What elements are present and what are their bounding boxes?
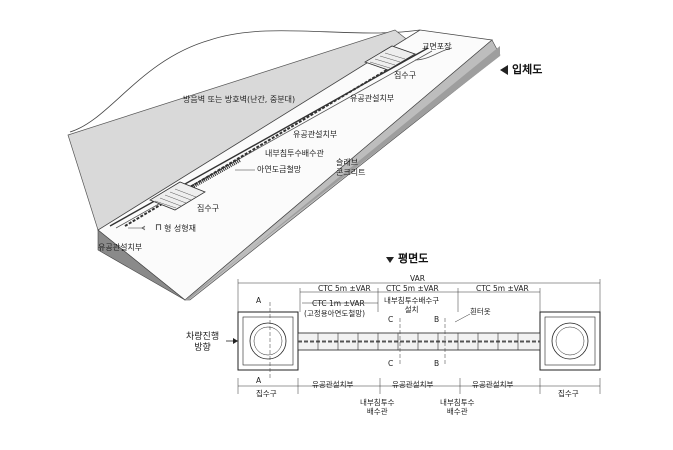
- label-shape-member: 형 성형재: [164, 224, 196, 233]
- plan-title: 평면도: [398, 252, 429, 265]
- dim-ctc-1m: CTC 1m ±VAR: [312, 299, 365, 308]
- bottom-label-drain1: 내부침투수 배수관: [360, 398, 395, 417]
- section-c-top: C: [388, 315, 394, 324]
- section-a-top: A: [256, 296, 262, 305]
- section-a-bottom: A: [256, 376, 262, 385]
- label-barrier: 방음벽 또는 방호벽(난간, 중분대): [183, 95, 296, 104]
- label-catch-basin-bottom: 집수구: [197, 204, 220, 213]
- plan-title-arrow: [386, 257, 394, 263]
- label-slab-concrete: 슬래브 콘크리트: [336, 158, 366, 178]
- direction-arrow: [233, 338, 238, 344]
- bottom-label-drain2: 내부침투수 배수관: [440, 398, 475, 417]
- dim-ctc-right: CTC 5m ±VAR: [476, 284, 529, 293]
- shape-member-icon: ⊓: [155, 223, 163, 233]
- section-b-top: B: [434, 315, 440, 324]
- bottom-label-right-basin: 집수구: [558, 389, 579, 398]
- plan-catch-basin-right: [539, 311, 601, 371]
- dim-var-total: VAR: [410, 274, 425, 283]
- bottom-label-perf1: 유공관설치부: [312, 380, 354, 389]
- plan-catch-basin-left: [237, 311, 299, 371]
- dim-internal-drain-install: 내부침투수배수구 설치: [384, 296, 440, 315]
- dim-ctc-mid: CTC 5m ±VAR: [386, 284, 439, 293]
- catch-basin-lower: [149, 181, 206, 211]
- label-perforated-pipe-mid: 유공관설치부: [293, 130, 338, 139]
- label-galvanized-mesh: 아연도금철망: [257, 165, 302, 174]
- dim-ctc-left: CTC 5m ±VAR: [318, 284, 371, 293]
- label-perforated-pipe-top: 유공관설치부: [350, 94, 395, 103]
- label-bridge-paving: 교면포장: [422, 42, 452, 51]
- bottom-label-left-basin: 집수구: [256, 389, 277, 398]
- deck-side-face: [97, 229, 186, 301]
- section-b-bottom: B: [434, 359, 440, 368]
- label-catch-basin-top: 집수구: [394, 71, 417, 80]
- embankment-curve: [69, 29, 421, 133]
- bottom-label-perf2: 유공관설치부: [392, 380, 434, 389]
- label-perforated-pipe-bottom: 유공관설치부: [98, 243, 143, 252]
- label-drain-hole: 흰터옷: [470, 307, 491, 316]
- label-internal-drain-pipe: 내부침투수배수관: [265, 149, 324, 158]
- dim-ctc-1m-note: (고정용아연도철망): [304, 309, 366, 318]
- bottom-label-perf3: 유공관설치부: [472, 380, 514, 389]
- iso-title: 입체도: [512, 63, 543, 76]
- section-c-bottom: C: [388, 359, 394, 368]
- iso-title-arrow: [500, 65, 508, 75]
- label-direction: 차량진행 방향: [186, 332, 220, 354]
